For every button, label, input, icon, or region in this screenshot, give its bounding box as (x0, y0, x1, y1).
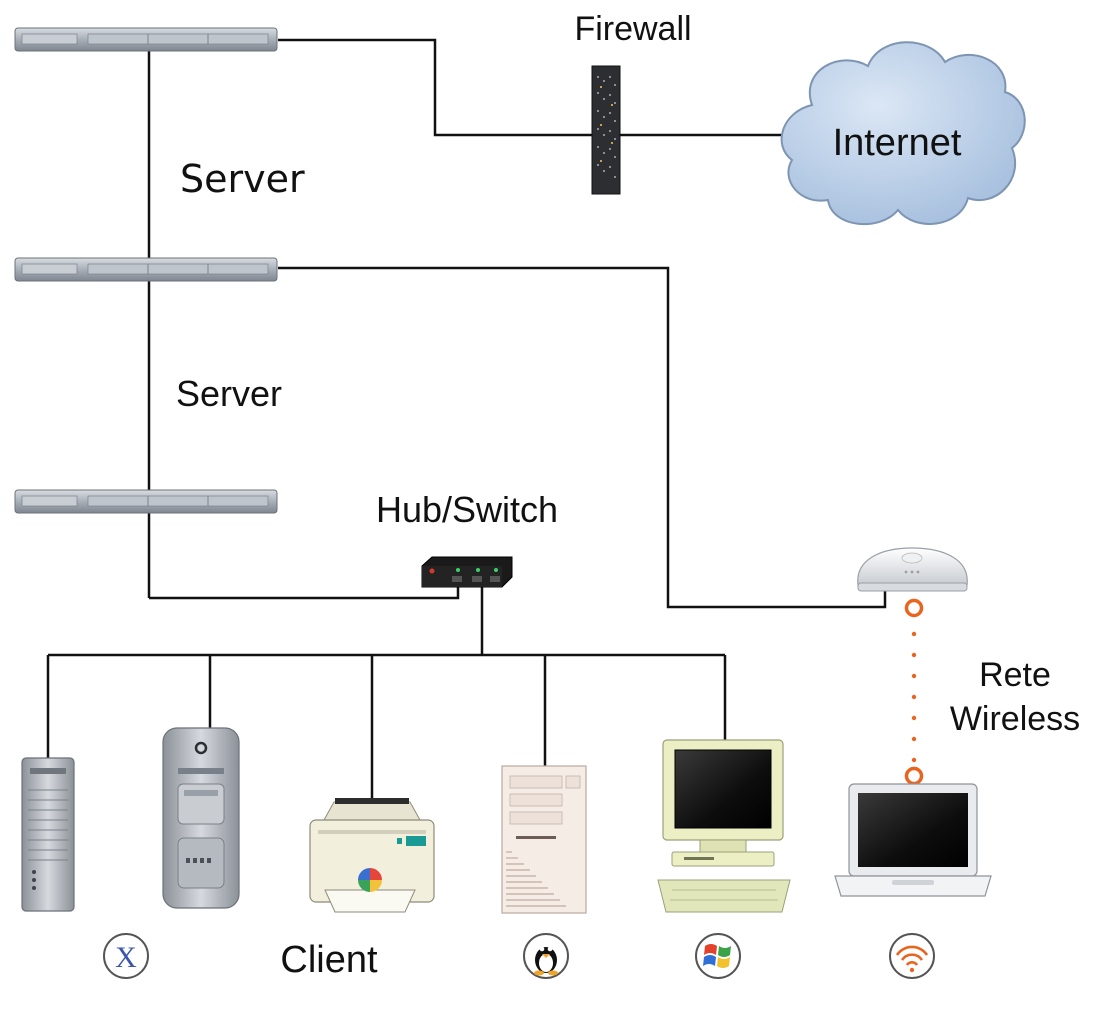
crt-computer-icon (657, 739, 791, 913)
wireless-label-line2: Wireless (950, 700, 1080, 738)
mac-os-x-icon: X (103, 933, 149, 979)
windows-logo-icon (695, 933, 741, 979)
client-label: Client (280, 939, 378, 981)
server-to-access-point-line (278, 266, 887, 609)
rack-server-icon (14, 257, 278, 282)
server-to-hub-line (149, 587, 460, 600)
svg-text:X: X (115, 941, 137, 974)
pc-tower-icon (501, 765, 587, 914)
connection-lines (46, 38, 887, 800)
server-to-firewall-line (278, 38, 592, 137)
server-label-middle: Server (176, 373, 282, 414)
wireless-access-point-icon (857, 547, 968, 592)
server-label-top: Server (180, 157, 305, 201)
hub-switch-icon (421, 556, 513, 588)
wifi-icon (889, 933, 935, 979)
firewall-label: Firewall (574, 10, 691, 48)
cloud-icon (780, 41, 1026, 226)
laptop-icon (834, 783, 992, 897)
printer-icon (309, 798, 435, 913)
hub-switch-label: Hub/Switch (376, 489, 558, 530)
firewall-icon (591, 65, 621, 195)
internet-label: Internet (833, 122, 962, 164)
power-mac-g5-icon (162, 727, 240, 909)
linux-tux-icon (523, 933, 569, 979)
wireless-label-line1: Rete (979, 656, 1051, 694)
wireless-link (904, 598, 924, 786)
rack-server-icon (14, 27, 278, 52)
mac-pro-tower-icon (21, 757, 75, 912)
rack-server-icon (14, 489, 278, 514)
